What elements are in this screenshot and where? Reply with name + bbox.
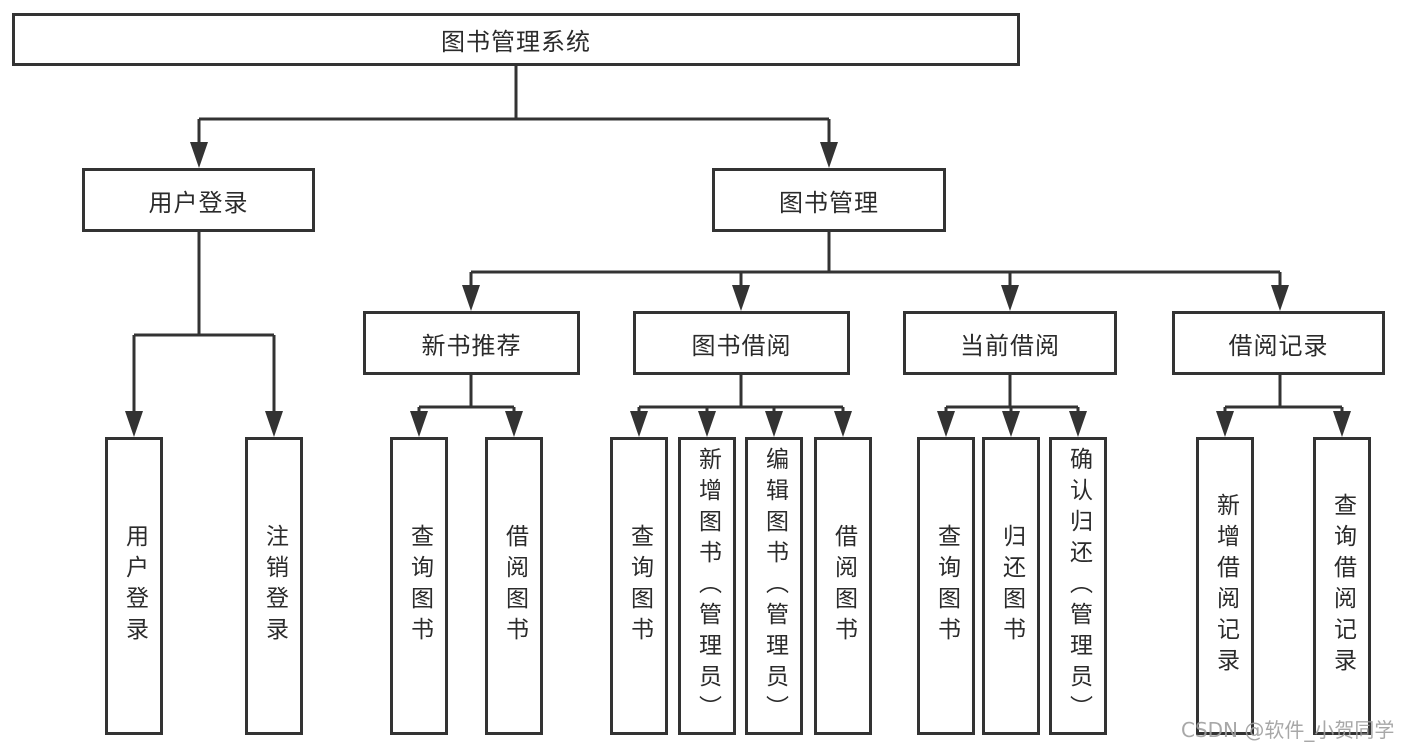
- edge-borrowing-records-to-leaves: [1216, 375, 1351, 437]
- leaf-add-book-admin: 新增图书（管理员）: [678, 437, 736, 735]
- edge-current-borrowing-to-leaves: [937, 375, 1087, 437]
- node-label: 当前借阅: [960, 331, 1060, 360]
- node-label: 借阅图书: [501, 524, 528, 648]
- node-current-borrowing: 当前借阅: [903, 311, 1117, 375]
- leaf-edit-book-admin: 编辑图书（管理员）: [745, 437, 803, 735]
- node-user-login: 用户登录: [82, 168, 315, 232]
- node-label: 图书管理: [779, 188, 879, 217]
- node-label: 确认归还（管理员）: [1065, 446, 1092, 726]
- leaf-query-books-current: 查询图书: [917, 437, 975, 735]
- node-label: 编辑图书（管理员）: [761, 446, 788, 726]
- node-label: 借阅图书: [830, 524, 857, 648]
- leaf-user-login: 用户登录: [105, 437, 163, 735]
- edge-root-to-level2: [190, 66, 838, 168]
- edge-book-management-to-level3: [462, 232, 1289, 311]
- node-borrowing-records: 借阅记录: [1172, 311, 1385, 375]
- node-label: 查询借阅记录: [1329, 493, 1356, 679]
- edge-user-login-to-leaves: [125, 232, 283, 437]
- leaf-query-borrow-record: 查询借阅记录: [1313, 437, 1371, 735]
- leaf-borrow-books: 借阅图书: [814, 437, 872, 735]
- node-label: 图书借阅: [691, 331, 792, 360]
- leaf-borrow-books-recommend: 借阅图书: [485, 437, 543, 735]
- node-label: 查询图书: [933, 524, 960, 648]
- node-new-book-recommend: 新书推荐: [363, 311, 580, 375]
- leaf-query-books-borrowing: 查询图书: [610, 437, 668, 735]
- node-label: 注销登录: [261, 524, 288, 648]
- node-book-borrowing: 图书借阅: [633, 311, 850, 375]
- edge-new-book-recommend-to-leaves: [410, 375, 523, 437]
- leaf-add-borrow-record: 新增借阅记录: [1196, 437, 1254, 735]
- leaf-query-books-recommend: 查询图书: [390, 437, 448, 735]
- leaf-logout: 注销登录: [245, 437, 303, 735]
- leaf-confirm-return-admin: 确认归还（管理员）: [1049, 437, 1107, 735]
- edge-book-borrowing-to-leaves: [630, 375, 852, 437]
- watermark-text: CSDN @软件_小贺同学: [1181, 718, 1395, 742]
- node-label: 借阅记录: [1228, 331, 1329, 360]
- node-label: 新增借阅记录: [1212, 493, 1239, 679]
- node-book-management: 图书管理: [712, 168, 946, 232]
- node-label: 查询图书: [406, 524, 433, 648]
- leaf-return-books: 归还图书: [982, 437, 1040, 735]
- node-label: 用户登录: [121, 524, 148, 648]
- node-label: 新书推荐: [421, 331, 522, 360]
- node-label: 查询图书: [626, 524, 653, 648]
- node-label: 图书管理系统: [441, 28, 591, 56]
- node-label: 用户登录: [148, 188, 249, 217]
- node-library-system: 图书管理系统: [12, 13, 1020, 66]
- node-label: 归还图书: [998, 524, 1025, 648]
- node-label: 新增图书（管理员）: [694, 446, 721, 726]
